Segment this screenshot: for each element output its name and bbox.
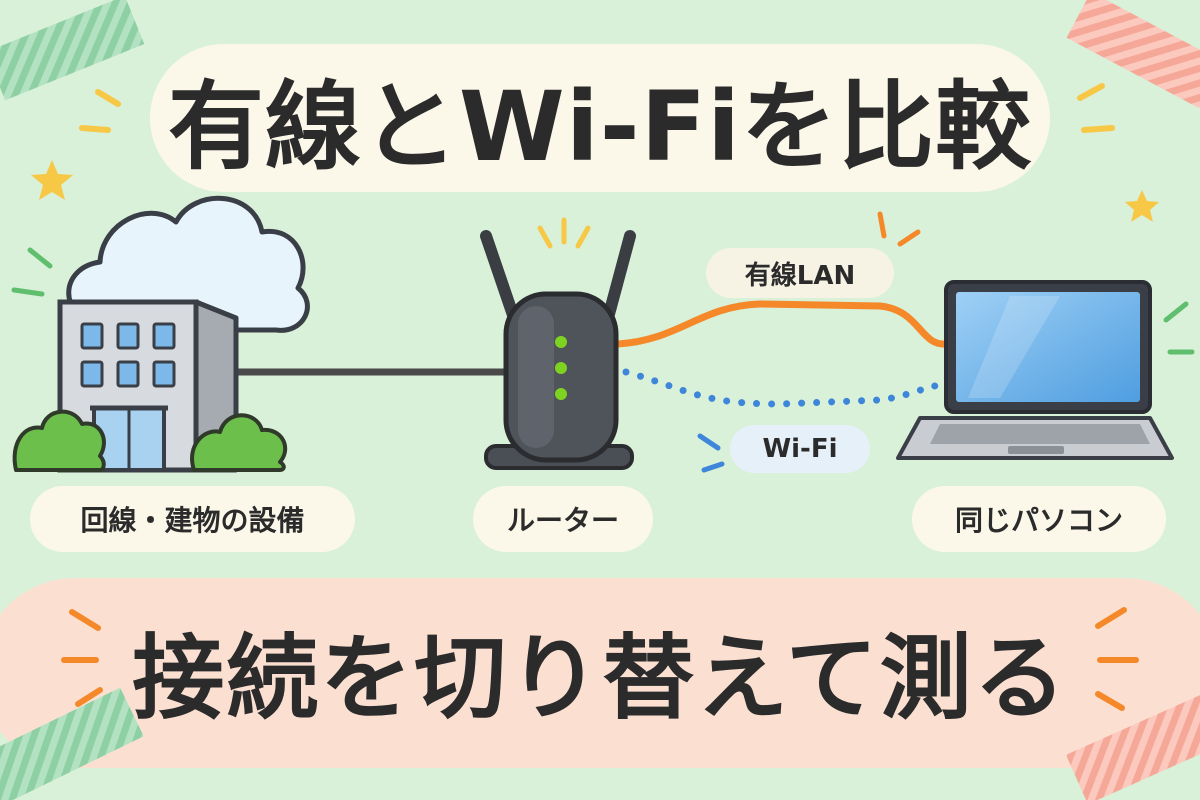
router-caption: ルーター (473, 486, 653, 552)
router-led (555, 388, 567, 400)
star-icon (1125, 190, 1159, 222)
router-led (555, 336, 567, 348)
wired-lan-label: 有線LAN (706, 248, 894, 298)
sparkle-lines-building (11, 247, 53, 297)
sparkle-lines-bottom-right (1095, 607, 1139, 711)
bottom-caption: 接続を切り替えて測る (132, 624, 1068, 732)
laptop-icon (896, 280, 1174, 460)
star-icon (31, 160, 73, 200)
wifi-signal-path (622, 368, 950, 408)
washi-tape-top-left (0, 0, 145, 101)
sparkle-lines-left (79, 89, 121, 133)
sparkle-lines-wifi (697, 433, 725, 473)
bottom-band (0, 578, 1200, 768)
bush-left-icon (12, 409, 106, 472)
bush-right-icon (190, 413, 288, 472)
sparkle-lines-lan (877, 211, 921, 247)
sparkle-lines-right (1077, 83, 1115, 133)
wired-lan-cable (614, 300, 950, 348)
sparkle-lines-laptop (1163, 301, 1195, 355)
laptop-caption: 同じパソコン (912, 486, 1166, 552)
cloud-icon (66, 196, 310, 333)
sparkle-lines-router (537, 217, 591, 249)
washi-tape-top-right (1066, 0, 1200, 109)
router-icon (480, 230, 636, 470)
building-icon (57, 299, 239, 473)
title: 有線とWi-Fiを比較 (150, 44, 1050, 192)
sparkle-lines-bottom-left (61, 609, 103, 707)
router-led (555, 362, 567, 374)
building-caption: 回線・建物の設備 (30, 486, 355, 552)
wifi-label: Wi-Fi (730, 425, 870, 473)
washi-tape-bottom-right (1065, 689, 1200, 800)
washi-tape-bottom-left (0, 687, 144, 800)
